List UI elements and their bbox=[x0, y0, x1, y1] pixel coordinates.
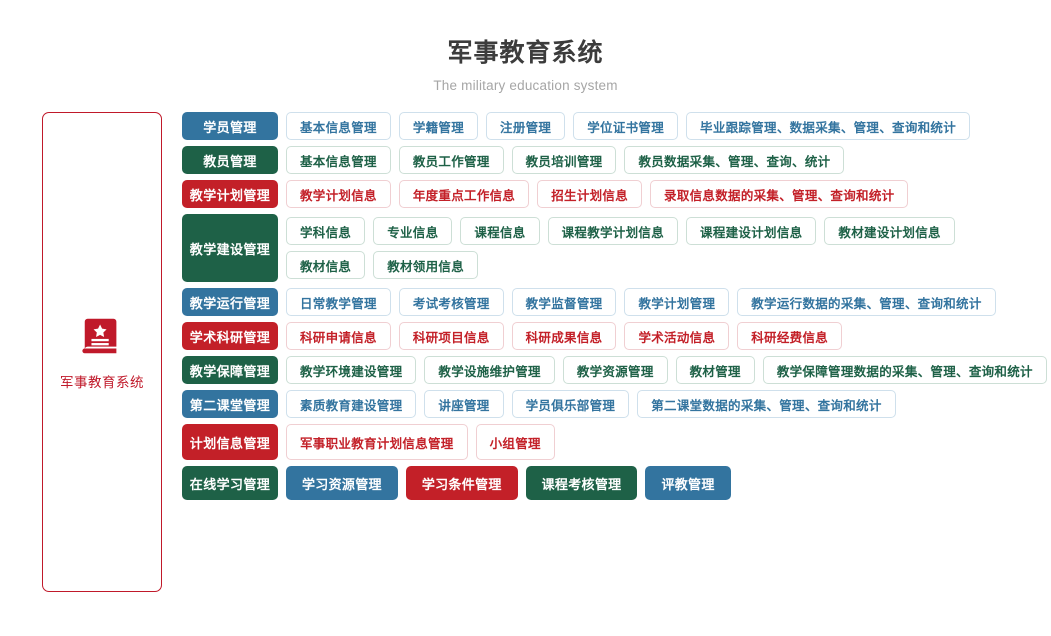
child-item-button[interactable]: 教学环境建设管理 bbox=[286, 356, 417, 385]
child-item-button[interactable]: 毕业跟踪管理、数据采集、管理、查询和统计 bbox=[686, 112, 971, 141]
child-item-button[interactable]: 教材信息 bbox=[286, 251, 366, 280]
child-item-button[interactable]: 课程建设计划信息 bbox=[686, 217, 817, 246]
child-item-button[interactable]: 军事职业教育计划信息管理 bbox=[286, 424, 468, 461]
child-item-button[interactable]: 课程考核管理 bbox=[525, 466, 638, 501]
page-title: 军事教育系统 bbox=[447, 39, 604, 67]
child-item-button[interactable]: 教学监督管理 bbox=[511, 288, 617, 317]
child-item-line: 教学计划信息年度重点工作信息招生计划信息录取信息数据的采集、管理、查询和统计 bbox=[286, 180, 909, 209]
child-item-button[interactable]: 教学运行数据的采集、管理、查询和统计 bbox=[737, 288, 996, 317]
child-item-button[interactable]: 年度重点工作信息 bbox=[398, 180, 530, 209]
child-items: 教学计划信息年度重点工作信息招生计划信息录取信息数据的采集、管理、查询和统计 bbox=[286, 180, 909, 209]
child-item-button[interactable]: 教材建设计划信息 bbox=[824, 217, 955, 246]
child-item-button[interactable]: 教学计划管理 bbox=[624, 288, 730, 317]
child-item-button[interactable]: 学术活动信息 bbox=[624, 322, 730, 351]
child-item-button[interactable]: 素质教育建设管理 bbox=[286, 390, 417, 419]
child-items: 学科信息专业信息课程信息课程教学计划信息课程建设计划信息教材建设计划信息教材信息… bbox=[286, 214, 955, 282]
child-item-button[interactable]: 教学计划信息 bbox=[286, 180, 391, 209]
child-item-button[interactable]: 科研项目信息 bbox=[398, 322, 504, 351]
child-item-button[interactable]: 学习资源管理 bbox=[286, 466, 398, 501]
child-item-button[interactable]: 教学保障管理数据的采集、管理、查询和统计 bbox=[762, 356, 1047, 385]
category-row: 教员管理基本信息管理教员工作管理教员培训管理教员数据采集、管理、查询、统计 bbox=[182, 146, 1047, 175]
child-item-line: 基本信息管理学籍管理注册管理学位证书管理毕业跟踪管理、数据采集、管理、查询和统计 bbox=[286, 112, 971, 141]
child-item-button[interactable]: 科研经费信息 bbox=[737, 322, 843, 351]
book-star-icon bbox=[82, 318, 117, 354]
child-item-line: 学习资源管理学习条件管理课程考核管理评教管理 bbox=[286, 466, 731, 501]
category-row: 教学保障管理教学环境建设管理教学设施维护管理教学资源管理教材管理教学保障管理数据… bbox=[182, 356, 1047, 385]
category-chip[interactable]: 计划信息管理 bbox=[182, 424, 278, 461]
child-items: 素质教育建设管理讲座管理学员俱乐部管理第二课堂数据的采集、管理、查询和统计 bbox=[286, 390, 896, 419]
category-row: 教学计划管理教学计划信息年度重点工作信息招生计划信息录取信息数据的采集、管理、查… bbox=[182, 180, 1047, 209]
child-item-button[interactable]: 讲座管理 bbox=[424, 390, 504, 419]
child-item-button[interactable]: 科研申请信息 bbox=[286, 322, 391, 351]
child-item-line: 基本信息管理教员工作管理教员培训管理教员数据采集、管理、查询、统计 bbox=[286, 146, 845, 175]
child-item-line: 素质教育建设管理讲座管理学员俱乐部管理第二课堂数据的采集、管理、查询和统计 bbox=[286, 390, 896, 419]
child-item-button[interactable]: 教员培训管理 bbox=[511, 146, 617, 175]
child-item-button[interactable]: 学习条件管理 bbox=[405, 466, 518, 501]
category-row: 第二课堂管理素质教育建设管理讲座管理学员俱乐部管理第二课堂数据的采集、管理、查询… bbox=[182, 390, 1047, 419]
child-items: 学习资源管理学习条件管理课程考核管理评教管理 bbox=[286, 466, 731, 501]
child-item-line: 军事职业教育计划信息管理小组管理 bbox=[286, 424, 555, 461]
category-chip[interactable]: 学员管理 bbox=[182, 112, 278, 141]
child-item-line: 科研申请信息科研项目信息科研成果信息学术活动信息科研经费信息 bbox=[286, 322, 843, 351]
child-item-button[interactable]: 教学资源管理 bbox=[562, 356, 668, 385]
child-item-button[interactable]: 第二课堂数据的采集、管理、查询和统计 bbox=[637, 390, 896, 419]
architecture-board: 军事教育系统 学员管理基本信息管理学籍管理注册管理学位证书管理毕业跟踪管理、数据… bbox=[0, 112, 1051, 593]
child-item-button[interactable]: 注册管理 bbox=[486, 112, 566, 141]
category-chip[interactable]: 第二课堂管理 bbox=[182, 390, 278, 419]
child-items: 科研申请信息科研项目信息科研成果信息学术活动信息科研经费信息 bbox=[286, 322, 843, 351]
category-chip[interactable]: 教员管理 bbox=[182, 146, 278, 175]
child-items: 教学环境建设管理教学设施维护管理教学资源管理教材管理教学保障管理数据的采集、管理… bbox=[286, 356, 1047, 385]
category-row: 在线学习管理学习资源管理学习条件管理课程考核管理评教管理 bbox=[182, 466, 1047, 501]
child-item-button[interactable]: 课程信息 bbox=[460, 217, 540, 246]
root-system-label: 军事教育系统 bbox=[60, 374, 144, 390]
child-item-button[interactable]: 教员工作管理 bbox=[398, 146, 504, 175]
child-items: 军事职业教育计划信息管理小组管理 bbox=[286, 424, 555, 461]
category-chip[interactable]: 教学建设管理 bbox=[182, 214, 278, 283]
category-row: 计划信息管理军事职业教育计划信息管理小组管理 bbox=[182, 424, 1047, 461]
page-subtitle: The military education system bbox=[433, 78, 618, 94]
category-chip[interactable]: 教学计划管理 bbox=[182, 180, 278, 209]
child-item-button[interactable]: 课程教学计划信息 bbox=[547, 217, 679, 246]
child-items: 基本信息管理学籍管理注册管理学位证书管理毕业跟踪管理、数据采集、管理、查询和统计 bbox=[286, 112, 971, 141]
child-item-button[interactable]: 录取信息数据的采集、管理、查询和统计 bbox=[650, 180, 909, 209]
child-item-button[interactable]: 科研成果信息 bbox=[511, 322, 617, 351]
child-item-button[interactable]: 教员数据采集、管理、查询、统计 bbox=[624, 146, 845, 175]
child-item-button[interactable]: 学员俱乐部管理 bbox=[511, 390, 630, 419]
child-items: 日常教学管理考试考核管理教学监督管理教学计划管理教学运行数据的采集、管理、查询和… bbox=[286, 288, 996, 317]
child-item-button[interactable]: 基本信息管理 bbox=[286, 112, 391, 141]
category-chip[interactable]: 教学保障管理 bbox=[182, 356, 278, 385]
child-item-button[interactable]: 专业信息 bbox=[373, 217, 453, 246]
child-item-button[interactable]: 日常教学管理 bbox=[286, 288, 391, 317]
child-item-line: 教学环境建设管理教学设施维护管理教学资源管理教材管理教学保障管理数据的采集、管理… bbox=[286, 356, 1047, 385]
category-row: 学员管理基本信息管理学籍管理注册管理学位证书管理毕业跟踪管理、数据采集、管理、查… bbox=[182, 112, 1047, 141]
category-row: 教学建设管理学科信息专业信息课程信息课程教学计划信息课程建设计划信息教材建设计划… bbox=[182, 214, 1047, 283]
child-items: 基本信息管理教员工作管理教员培训管理教员数据采集、管理、查询、统计 bbox=[286, 146, 845, 175]
category-row: 学术科研管理科研申请信息科研项目信息科研成果信息学术活动信息科研经费信息 bbox=[182, 322, 1047, 351]
child-item-button[interactable]: 学籍管理 bbox=[398, 112, 479, 141]
category-chip[interactable]: 教学运行管理 bbox=[182, 288, 278, 317]
category-row: 教学运行管理日常教学管理考试考核管理教学监督管理教学计划管理教学运行数据的采集、… bbox=[182, 288, 1047, 317]
child-item-button[interactable]: 教学设施维护管理 bbox=[424, 356, 555, 385]
child-item-button[interactable]: 小组管理 bbox=[475, 424, 555, 461]
child-item-line: 教材信息教材领用信息 bbox=[286, 251, 955, 280]
child-item-button[interactable]: 考试考核管理 bbox=[398, 288, 504, 317]
child-item-button[interactable]: 教材管理 bbox=[675, 356, 755, 385]
child-item-button[interactable]: 招生计划信息 bbox=[537, 180, 643, 209]
child-item-button[interactable]: 教材领用信息 bbox=[373, 251, 479, 280]
category-chip[interactable]: 学术科研管理 bbox=[182, 322, 278, 351]
page-header: 军事教育系统 The military education system bbox=[0, 0, 1051, 93]
child-item-button[interactable]: 学位证书管理 bbox=[573, 112, 679, 141]
child-item-line: 学科信息专业信息课程信息课程教学计划信息课程建设计划信息教材建设计划信息 bbox=[286, 217, 955, 246]
child-item-button[interactable]: 评教管理 bbox=[645, 466, 731, 501]
child-item-button[interactable]: 基本信息管理 bbox=[286, 146, 391, 175]
category-rows: 学员管理基本信息管理学籍管理注册管理学位证书管理毕业跟踪管理、数据采集、管理、查… bbox=[182, 112, 1047, 506]
root-system-panel[interactable]: 军事教育系统 bbox=[42, 112, 162, 593]
child-item-button[interactable]: 学科信息 bbox=[286, 217, 366, 246]
category-chip[interactable]: 在线学习管理 bbox=[182, 466, 278, 501]
child-item-line: 日常教学管理考试考核管理教学监督管理教学计划管理教学运行数据的采集、管理、查询和… bbox=[286, 288, 996, 317]
